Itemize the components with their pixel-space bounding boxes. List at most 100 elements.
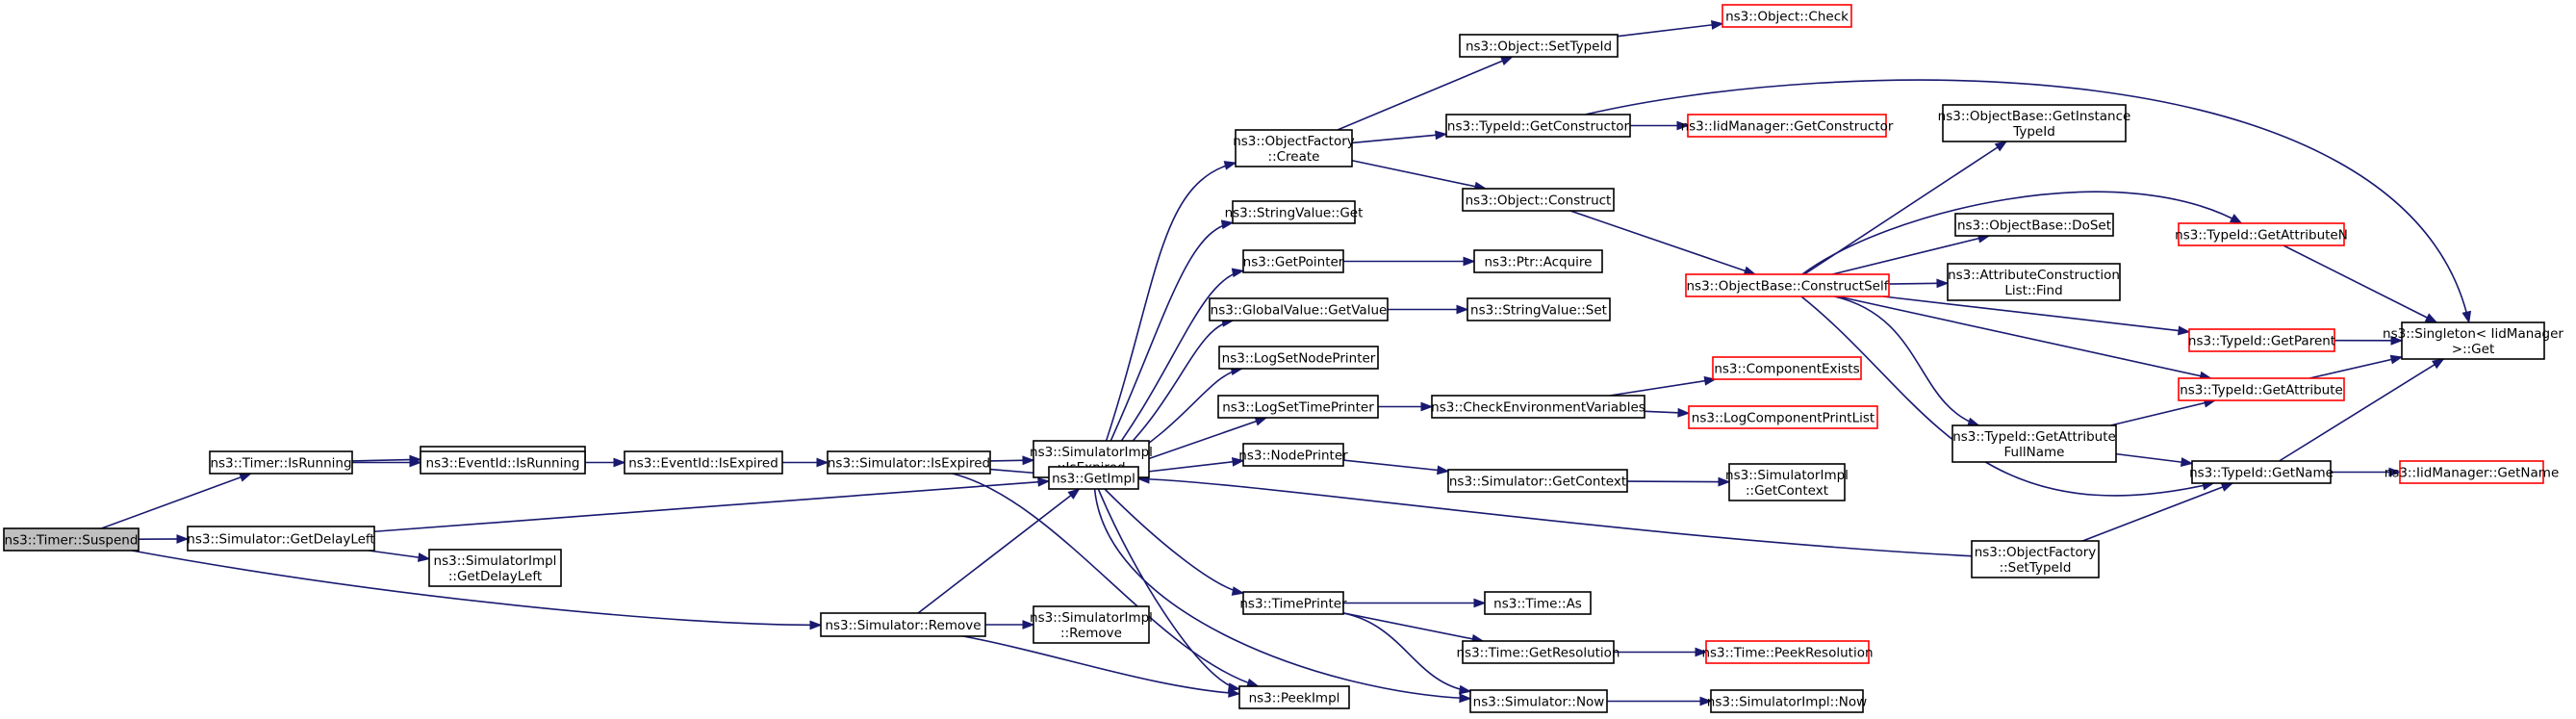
node-sim_now[interactable]: ns3::Simulator::Now [1469, 689, 1608, 713]
node-label: ns3::TimePrinter [1239, 597, 1347, 612]
node-timer_isrunning[interactable]: ns3::Timer::IsRunning [209, 450, 353, 475]
node-simimpl_getdelayleft[interactable]: ns3::SimulatorImpl::GetDelayLeft [428, 549, 562, 587]
node-box [428, 549, 562, 587]
node-time_as[interactable]: ns3::Time::As [1484, 591, 1592, 615]
node-typeid_getconstructor[interactable]: ns3::TypeId::GetConstructor [1445, 114, 1631, 138]
node-time_peekresolution[interactable]: ns3::Time::PeekResolution [1701, 640, 1874, 664]
arrowhead-getimpl-to-peekimpl [1227, 682, 1241, 692]
node-box [1459, 34, 1619, 58]
edge-suspend-to-timer_isrunning [101, 473, 251, 529]
node-logsettimeprinter[interactable]: ns3::LogSetTimePrinter [1217, 395, 1379, 419]
node-typeid_getattributen[interactable]: ns3::TypeId::GetAttributeN [2175, 222, 2348, 246]
node-stringvalue_get[interactable]: ns3::StringValue::Get [1225, 200, 1364, 224]
node-nodeprinter[interactable]: ns3::NodePrinter [1238, 443, 1348, 467]
edge-getimpl-to-peekimpl [1097, 488, 1240, 690]
node-sim_getdelayleft[interactable]: ns3::Simulator::GetDelayLeft [187, 526, 375, 552]
edge-checkenvvars-to-componentexists [1609, 378, 1716, 397]
node-object_check[interactable]: ns3::Object::Check [1722, 4, 1852, 28]
node-getimpl[interactable]: ns3::GetImpl [1048, 466, 1139, 490]
arrowhead-objfactory_create-to-object_settypeid [1500, 56, 1514, 65]
edges-layer [101, 20, 2472, 706]
node-iidmanager_getname[interactable]: ns3::IidManager::GetName [2385, 460, 2560, 484]
node-box [1473, 249, 1603, 273]
node-objectbase_doset[interactable]: ns3::ObjectBase::DoSet [1954, 213, 2114, 237]
node-suspend: ns3::Timer::Suspend [3, 527, 140, 552]
node-iidmanager_getconstructor[interactable]: ns3::IidManager::GetConstructor [1681, 114, 1894, 138]
node-objfactory_settypeid[interactable]: ns3::ObjectFactory::SetTypeId [1971, 540, 2100, 578]
node-typeid_getparent[interactable]: ns3::TypeId::GetParent [2188, 328, 2335, 352]
node-label: ns3::Time::PeekResolution [1701, 646, 1873, 661]
node-sim_remove[interactable]: ns3::Simulator::Remove [820, 612, 986, 637]
arrowhead-checkenvvars-to-logcomponentprintlist [1677, 407, 1691, 418]
arrowhead-object_settypeid-to-object_check [1710, 20, 1724, 30]
node-label: TypeId [2012, 124, 2055, 140]
node-box [1687, 114, 1887, 138]
arrowhead-objectbase_constructself-to-typeid_getparent [2178, 325, 2191, 336]
node-objfactory_create[interactable]: ns3::ObjectFactory::Create [1233, 129, 1355, 167]
node-box [1242, 591, 1344, 615]
node-stringvalue_set[interactable]: ns3::StringValue::Set [1467, 297, 1611, 321]
node-eventid_isrunning[interactable]: ns3::EventId::IsRunning [420, 450, 586, 475]
node-globalvalue_getvalue[interactable]: ns3::GlobalValue::GetValue [1209, 297, 1389, 321]
node-objectbase_constructself[interactable]: ns3::ObjectBase::ConstructSelf [1685, 273, 1890, 297]
arrowhead-eventid_isexpired-to-sim_isexpired [816, 457, 829, 468]
node-box [1232, 200, 1356, 224]
arrowhead-typeid_getname-to-iidmanager_getname [2388, 467, 2402, 477]
arrowhead-suspend-to-sim_getdelayleft [176, 534, 190, 544]
edge-sim_isexpired-to-peekimpl [952, 473, 1259, 687]
arrowhead-getimpl-to-timeprinter [1231, 586, 1245, 596]
arrowhead-suspend-to-timer_isrunning [239, 473, 252, 482]
node-sim_getcontext[interactable]: ns3::Simulator::GetContext [1447, 469, 1628, 493]
node-box [1242, 443, 1344, 467]
node-box [1462, 188, 1615, 212]
node-box [1469, 689, 1608, 713]
arrowhead-sim_isexpired-to-simimpl_isexpired [1022, 455, 1035, 466]
node-label: ns3::EventId::IsExpired [628, 456, 778, 472]
node-componentexists[interactable]: ns3::ComponentExists [1712, 356, 1862, 380]
node-label: ns3::ObjectBase::DoSet [1957, 218, 2111, 234]
arrowhead-typeid_getconstructor-to-singleton_get [2461, 310, 2472, 324]
node-label: ns3::StringValue::Set [1470, 303, 1607, 319]
node-timeprinter[interactable]: ns3::TimePrinter [1239, 591, 1347, 615]
node-eventid_isexpired[interactable]: ns3::EventId::IsExpired [624, 450, 783, 475]
node-object_settypeid[interactable]: ns3::Object::SetTypeId [1459, 34, 1619, 58]
node-checkenvvars[interactable]: ns3::CheckEnvironmentVariables [1431, 395, 1645, 419]
edge-sim_remove-to-peekimpl [962, 635, 1240, 695]
node-ptr_acquire[interactable]: ns3::Ptr::Acquire [1473, 249, 1603, 273]
node-getpointer[interactable]: ns3::GetPointer [1242, 249, 1344, 273]
node-box [1033, 605, 1150, 644]
node-simimpl_remove[interactable]: ns3::SimulatorImpl::Remove [1030, 605, 1153, 644]
node-time_getresolution[interactable]: ns3::Time::GetResolution [1456, 640, 1620, 664]
node-typeid_getattribute[interactable]: ns3::TypeId::GetAttribute [2178, 377, 2345, 401]
edge-objfactory_create-to-object_settypeid [1337, 56, 1513, 131]
node-logsetnodeprinter[interactable]: ns3::LogSetNodePrinter [1218, 346, 1379, 370]
node-box [2188, 328, 2335, 352]
node-simimpl_getcontext[interactable]: ns3::SimulatorImpl::GetContext [1725, 463, 1849, 501]
node-label: ns3::PeekImpl [1249, 691, 1340, 706]
edge-getimpl-to-timeprinter [1104, 488, 1244, 595]
node-label: ns3::TypeId::GetAttribute [1952, 429, 2116, 445]
node-singleton_get[interactable]: ns3::Singleton< IidManager>::Get [2383, 321, 2563, 360]
node-object_construct[interactable]: ns3::Object::Construct [1462, 188, 1615, 212]
arrowhead-objectbase_constructself-to-objectbase_getinstancetypeid [1994, 141, 2008, 152]
arrowhead-objfactory_settypeid-to-typeid_getname [2220, 482, 2234, 492]
node-simimpl_now[interactable]: ns3::SimulatorImpl::Now [1707, 689, 1867, 713]
node-typeid_getname[interactable]: ns3::TypeId::GetName [2189, 460, 2334, 484]
node-label: ns3::Time::GetResolution [1456, 646, 1620, 661]
arrowhead-timeprinter-to-sim_now [1458, 684, 1472, 695]
arrowhead-eventid_isrunning-to-eventid_isexpired [613, 457, 626, 468]
edge-objfactory_settypeid-to-getimpl [1137, 477, 1973, 557]
node-label: ns3::ComponentExists [1714, 362, 1859, 377]
node-logcomponentprintlist[interactable]: ns3::LogComponentPrintList [1688, 405, 1878, 429]
node-box [1235, 129, 1353, 167]
arrowhead-getimpl-to-logsettimeprinter [1254, 417, 1268, 426]
node-box [1445, 114, 1631, 138]
node-box [3, 527, 140, 552]
node-label: ns3::Simulator::IsExpired [828, 456, 990, 472]
node-label: ::SetTypeId [2000, 560, 2072, 576]
node-peekimpl[interactable]: ns3::PeekImpl [1238, 685, 1350, 709]
node-sim_isexpired[interactable]: ns3::Simulator::IsExpired [827, 450, 991, 475]
